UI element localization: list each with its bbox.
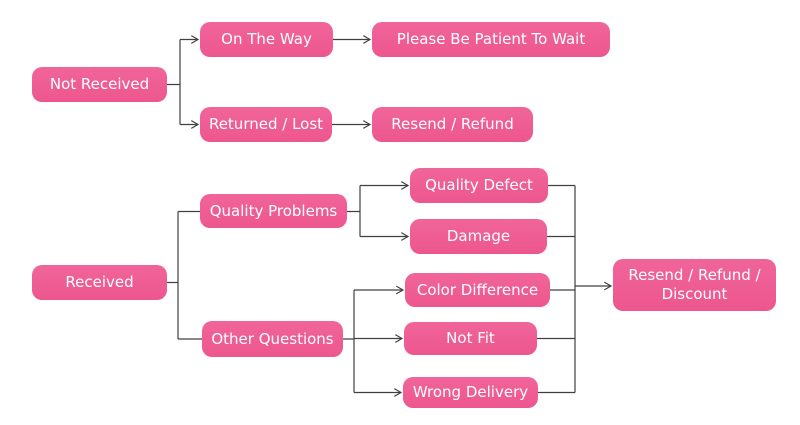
spine-received xyxy=(167,210,202,340)
collector-right xyxy=(537,184,576,394)
node-other-questions: Other Questions xyxy=(202,321,343,357)
node-damage: Damage xyxy=(410,219,547,254)
spine-not-received xyxy=(167,39,181,125)
node-on-the-way: On The Way xyxy=(200,22,333,57)
node-resend-refund: Resend / Refund xyxy=(372,107,533,142)
spine-other-questions xyxy=(343,290,355,393)
node-not-received: Not Received xyxy=(32,67,167,102)
node-wrong-delivery: Wrong Delivery xyxy=(403,377,538,408)
node-please-be-patient-to-wait: Please Be Patient To Wait xyxy=(372,22,610,57)
spine-quality-problems xyxy=(347,185,361,237)
node-received: Received xyxy=(32,265,167,300)
node-returned-lost: Returned / Lost xyxy=(200,107,332,142)
node-resend-refund-discount: Resend / Refund / Discount xyxy=(613,259,776,311)
node-not-fit: Not Fit xyxy=(404,322,537,355)
node-quality-defect: Quality Defect xyxy=(410,168,548,203)
node-color-difference: Color Difference xyxy=(405,273,550,307)
node-quality-problems: Quality Problems xyxy=(200,194,347,228)
